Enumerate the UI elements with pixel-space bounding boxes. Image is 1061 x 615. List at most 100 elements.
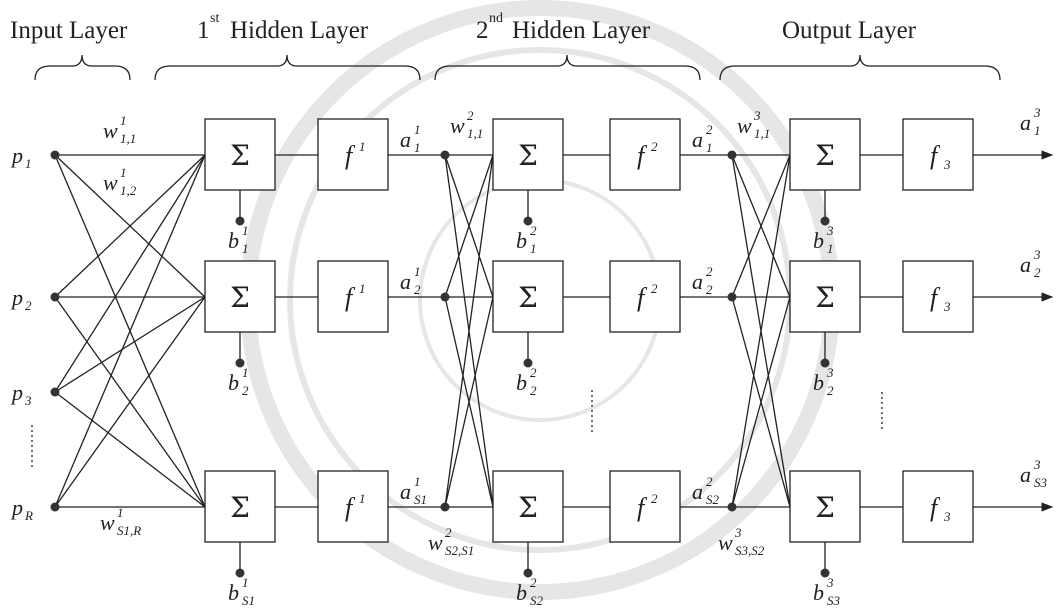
- layer3-row3-bias-label-sub: S3: [827, 593, 841, 608]
- layer2-weight-label-1-sup: 2: [467, 108, 474, 123]
- layer2-row3-bias-label-sup: 2: [530, 575, 537, 590]
- layer1-row2-bias-label-sub: 2: [242, 383, 249, 398]
- layer3-row2-sigma-symbol: Σ: [815, 281, 835, 314]
- hidden1-title-number: 1: [197, 17, 210, 44]
- layer3-row3-transfer-box: [903, 471, 973, 542]
- layer1-weight-label-2-sub: 1,2: [120, 183, 137, 198]
- layer1-row3-output-label: a1S1: [400, 474, 427, 507]
- layer2-row1-input-node: [441, 151, 450, 160]
- input-weight-line-3-3: [55, 392, 205, 507]
- output-layer-title: Output Layer: [782, 17, 917, 44]
- layer1-row1-transfer-label-sup: 1: [359, 139, 366, 154]
- layer1-row2-transfer-label-sup: 1: [359, 281, 366, 296]
- layer3-row1-output-label-sup: 3: [1033, 105, 1041, 120]
- layer1-row2-transfer-box: [318, 261, 388, 332]
- layer2-weight-label-1-base: w: [450, 113, 465, 138]
- hidden2-title-number: 2: [476, 17, 489, 44]
- output-layer-brace: [720, 55, 1000, 80]
- input-label-4-base: p: [10, 495, 23, 520]
- layer3-row2-bias-label-sub: 2: [827, 383, 834, 398]
- input-layer-brace: [35, 55, 130, 80]
- layer3-row2-output-label-base: a: [1020, 252, 1031, 277]
- input-layer-title: Input Layer: [10, 17, 128, 44]
- layer2-row1-output-label-sup: 2: [706, 122, 713, 137]
- hidden2-title-ordinal: nd: [489, 11, 503, 26]
- layer-braces: [35, 55, 1000, 80]
- input-label-3-base: p: [10, 380, 23, 405]
- layer2-row2-output-label: a2 2: [692, 264, 713, 297]
- hidden2-title-text: Hidden Layer: [512, 17, 651, 44]
- layer2-row1-sigma-symbol: Σ: [518, 139, 538, 172]
- layer2-row3-sigma-symbol: Σ: [518, 491, 538, 524]
- layer1-weight-label-1-sub: 1,1: [120, 131, 136, 146]
- layer1-row1-output-label-sup: 1: [414, 122, 421, 137]
- input-label-1: p1: [10, 143, 32, 171]
- input-node-2: [51, 293, 60, 302]
- layer1-weight-label-3: w1S1,R: [100, 505, 141, 538]
- layer1-row1-bias-label-base: b: [228, 228, 239, 253]
- layer3-row2-transfer-label-sub: 3: [943, 299, 951, 314]
- layer1-row2-output-label-sub: 2: [414, 282, 421, 297]
- layer2-row2-output-label-sub: 2: [706, 282, 713, 297]
- layer3-row2-output-label-sup: 3: [1033, 247, 1041, 262]
- layer2-row1-transfer-box: [610, 119, 680, 190]
- layer1-row3-output-label-sup: 1: [414, 474, 421, 489]
- input-label-1-sub: 1: [25, 156, 32, 171]
- layer1-row2-output-label-base: a: [400, 269, 411, 294]
- input-node-3: [51, 388, 60, 397]
- layer3-row3-output-label-sup: 3: [1033, 457, 1041, 472]
- input-label-2-base: p: [10, 285, 23, 310]
- layer2-row2-output-label-base: a: [692, 269, 703, 294]
- layer2-row1-output-label-base: a: [692, 127, 703, 152]
- layer1-row2-bias-label: b12: [228, 365, 249, 398]
- layer2-row1-output-label-sub: 1: [706, 140, 713, 155]
- layer3-weight-label-1-sub: 1,1: [754, 126, 770, 141]
- layer2-row1-bias-label-sub: 1: [530, 241, 537, 256]
- layer2-weight-label-2-base: w: [428, 530, 443, 555]
- layer2-row3-output-label-sup: 2: [706, 474, 713, 489]
- layer3-row1-transfer-box: [903, 119, 973, 190]
- layer1-weight-label-3-sup: 1: [117, 505, 124, 520]
- layer2-row3-transfer-box: [610, 471, 680, 542]
- layer1-row3-bias-label-base: b: [228, 580, 239, 605]
- layer3-row1-bias-label-sub: 1: [827, 241, 834, 256]
- layer2-row2-bias-label-sub: 2: [530, 383, 537, 398]
- layer2-weight-label-2-sub: S2,S1: [445, 543, 474, 558]
- layer3-row2-input-node: [728, 293, 737, 302]
- layer2-row2-transfer-label-sup: 2: [651, 281, 658, 296]
- layer2-row2-sigma-symbol: Σ: [518, 281, 538, 314]
- layer1-weight-label-1-base: w: [103, 118, 118, 143]
- layer2-row2-bias-label-base: b: [516, 370, 527, 395]
- layer3-row1-transfer-label-sub: 3: [943, 157, 951, 172]
- layer2-row2-output-label-sup: 2: [706, 264, 713, 279]
- input-label-4-sub: R: [24, 508, 33, 523]
- layer3-row1-bias-label-base: b: [813, 228, 824, 253]
- input-weight-line-3-2: [55, 297, 205, 392]
- layer1-row1-bias-label-sub: 1: [242, 241, 249, 256]
- layer2-row2-input-node: [441, 293, 450, 302]
- layer3-row3-output-label-base: a: [1020, 462, 1031, 487]
- layer3-row1-sigma-symbol: Σ: [815, 139, 835, 172]
- layer3-row3-input-node: [728, 503, 737, 512]
- layer1-weight-label-3-base: w: [100, 510, 115, 535]
- layer3-row1-output-label-sub: 1: [1034, 123, 1041, 138]
- layer1-row3-sigma-symbol: Σ: [230, 491, 250, 524]
- layer1-row3-transfer-box: [318, 471, 388, 542]
- layer2-row3-bias-label-base: b: [516, 580, 527, 605]
- layer2-weight-label-1-sub: 1,1: [467, 126, 483, 141]
- layer3-row2-bias-label-sup: 3: [826, 365, 834, 380]
- layer2-row2-transfer-box: [610, 261, 680, 332]
- layer1-row3-bias-label: b1S1: [228, 575, 255, 608]
- layer1-row3-bias-label-sup: 1: [242, 575, 249, 590]
- layer3-row2-bias-label-base: b: [813, 370, 824, 395]
- layer2-row3-bias-label-sub: S2: [530, 593, 544, 608]
- layer2-row2-bias-label: b22: [516, 365, 537, 398]
- input-label-2: p2: [10, 285, 32, 313]
